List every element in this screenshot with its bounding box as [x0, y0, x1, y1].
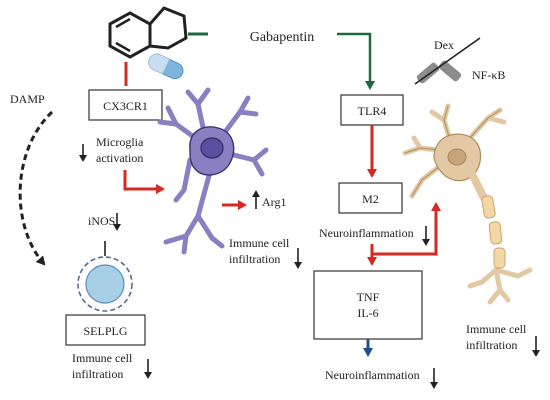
tnf-label: TNF — [357, 290, 380, 304]
inos-label: iNOS — [88, 214, 115, 228]
immune-right-line1: Immune cell — [466, 322, 527, 336]
microglia-activation-line2: activation — [96, 151, 143, 165]
blocked-interaction-icon — [414, 37, 481, 85]
cx3cr1-to-microglia-arrow — [123, 170, 165, 194]
gabapentin-to-tlr4-arrow — [337, 32, 375, 90]
m2-to-neuron-arrow — [372, 202, 441, 256]
tnf-il6-box — [313, 270, 423, 340]
immune-right-line2: infiltration — [466, 338, 517, 352]
selplg-box — [65, 314, 146, 346]
cx3cr1-box — [88, 89, 163, 121]
arg1-label: Arg1 — [262, 195, 286, 209]
m2-box — [338, 182, 403, 214]
selplg-label: SELPLG — [83, 324, 127, 338]
dex-label: Dex — [434, 38, 454, 52]
tlr4-box — [340, 94, 404, 126]
capsule-icon — [148, 53, 184, 80]
il6-label: IL-6 — [357, 306, 378, 320]
nfkb-label: NF-κB — [472, 68, 505, 82]
neuroinflammation-bottom-label: Neuroinflammation — [325, 368, 420, 382]
immune-vesicle-icon — [77, 241, 133, 312]
immune-mid-line1: Immune cell — [229, 236, 290, 250]
damp-label: DAMP — [10, 92, 45, 106]
neuron-cell-icon — [402, 103, 533, 305]
microglia-activation-line1: Microglia — [96, 135, 144, 149]
immune-left-line2: infiltration — [72, 367, 123, 381]
cx3cr1-label: CX3CR1 — [103, 99, 148, 113]
immune-mid-line2: infiltration — [229, 252, 280, 266]
immune-left-line1: Immune cell — [72, 351, 133, 365]
gabapentin-label: Gabapentin — [250, 30, 315, 45]
gabapentin-structure-icon — [108, 6, 188, 59]
damp-dashed-arrow — [18, 110, 54, 266]
microglia-cell-icon — [157, 87, 269, 255]
m2-label: M2 — [362, 192, 379, 206]
tlr4-label: TLR4 — [358, 104, 387, 118]
neuroinflammation-top-label: Neuroinflammation — [319, 226, 414, 240]
